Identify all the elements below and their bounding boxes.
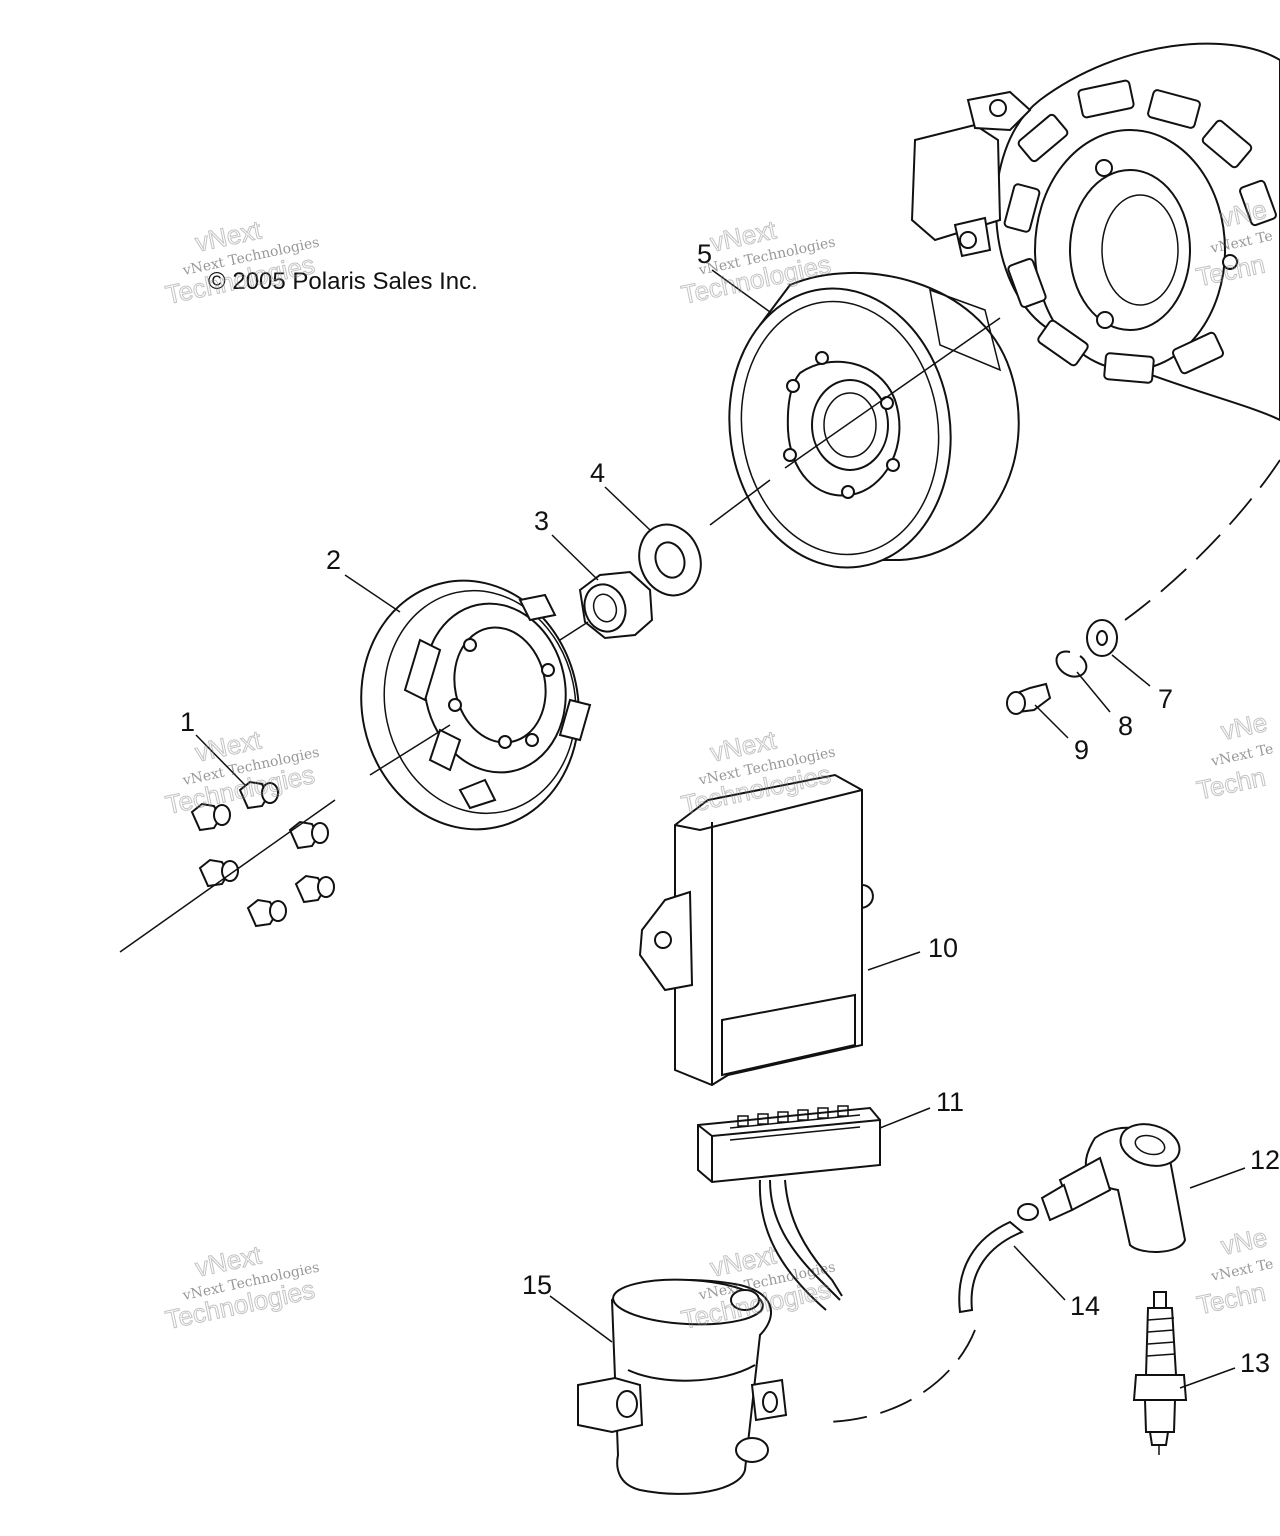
cdi-module-part-10 — [638, 773, 874, 1087]
screw-part-9 — [1006, 682, 1052, 715]
lock-washer-part-8 — [1055, 650, 1088, 678]
callout-4: 4 — [590, 458, 605, 488]
callout-1: 1 — [180, 707, 195, 737]
watermark-group-9: vNe vNext Te Techn — [1194, 1222, 1275, 1321]
spark-plug-part-13 — [1132, 1291, 1188, 1455]
callout-2: 2 — [326, 545, 341, 575]
callout-15: 15 — [522, 1270, 552, 1300]
bolts-part-1 — [190, 780, 335, 928]
callout-3: 3 — [534, 506, 549, 536]
callout-10: 10 — [928, 933, 958, 963]
leader-lines — [195, 269, 1246, 1389]
washer-part-7 — [1086, 619, 1118, 657]
ignition-coil-part-15 — [577, 1278, 788, 1495]
starter-cup-part-2 — [360, 579, 592, 831]
watermark-partial-brand: vNe — [1218, 707, 1269, 746]
boot-hose-part-14 — [958, 1220, 1024, 1314]
callout-12: 12 — [1250, 1145, 1280, 1175]
callout-5: 5 — [697, 239, 712, 269]
watermark-partial-line2: Techn — [1194, 1277, 1268, 1321]
connector-part-11 — [697, 1105, 881, 1311]
centerlines — [119, 317, 1280, 1423]
callout-9: 9 — [1074, 735, 1089, 765]
callout-labels: 1 2 3 4 5 7 8 9 10 11 12 13 14 15 — [180, 239, 1280, 1378]
flywheel-part-5 — [728, 271, 1020, 569]
nut-part-3 — [578, 570, 654, 640]
watermark-partial-line2: Techn — [1194, 762, 1268, 806]
callout-13: 13 — [1240, 1348, 1270, 1378]
callout-14: 14 — [1070, 1291, 1100, 1321]
watermark-group-8: vNe vNext Te Techn — [1194, 707, 1275, 806]
watermark-partial-brand: vNe — [1218, 1222, 1269, 1261]
callout-8: 8 — [1118, 711, 1133, 741]
copyright-text: © 2005 Polaris Sales Inc. — [208, 268, 478, 295]
callout-7: 7 — [1158, 684, 1173, 714]
callout-11: 11 — [936, 1087, 964, 1117]
spark-plug-cap-part-12 — [1017, 1123, 1187, 1253]
washer-part-4 — [638, 523, 702, 597]
stator-assembly — [910, 42, 1280, 422]
watermark-group-5: vNext vNext Technologies Technologies — [162, 1239, 321, 1336]
